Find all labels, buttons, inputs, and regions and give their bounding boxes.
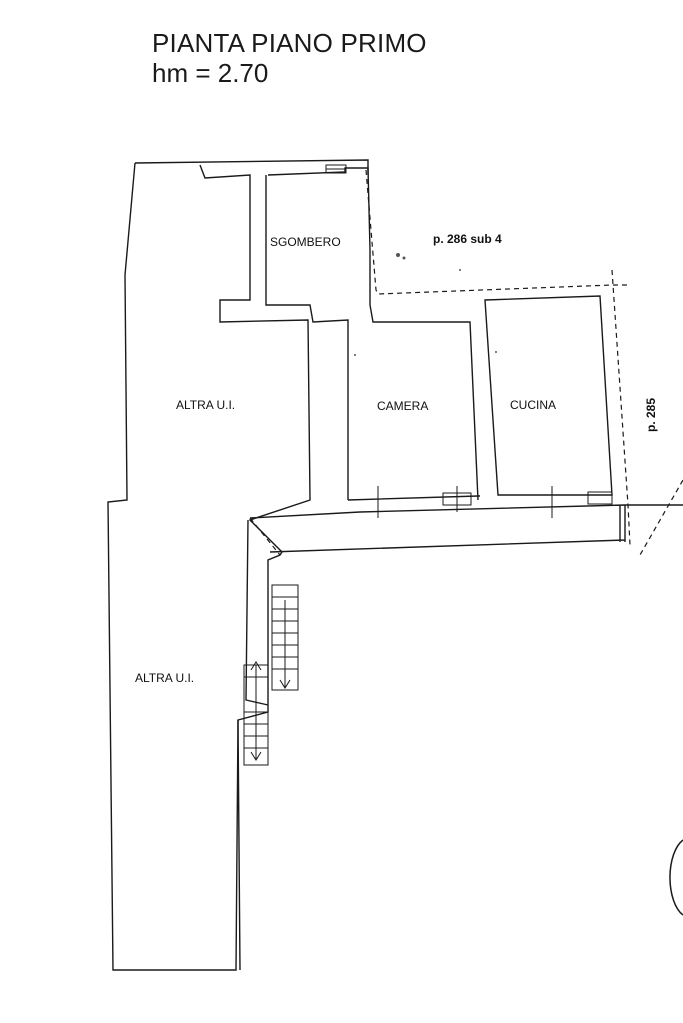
page-title: PIANTA PIANO PRIMO <box>152 28 427 58</box>
cucina-walls <box>484 295 613 496</box>
room-label-altra-ui-top: ALTRA U.I. <box>176 398 235 412</box>
parcel-boundary-p285 <box>611 269 631 546</box>
parcel-boundary-diagonal <box>639 479 683 556</box>
window-marker <box>587 491 613 505</box>
room-label-camera: CAMERA <box>377 399 428 413</box>
room-label-cucina: CUCINA <box>510 398 556 412</box>
corridor-walls <box>249 504 683 553</box>
parcel-label-sub4: p. 286 sub 4 <box>433 232 502 246</box>
parcel-boundary-sub4 <box>365 169 628 295</box>
camera-bottom-wall <box>347 495 480 501</box>
room-label-altra-ui-bottom: ALTRA U.I. <box>135 671 194 685</box>
scan-noise <box>354 253 497 356</box>
parcel-label-p285: p. 285 <box>644 398 658 432</box>
corridor-dashed-diagonal <box>249 517 281 556</box>
lower-inner-wall <box>237 719 241 971</box>
sgombero-walls <box>265 167 479 501</box>
room-label-sgombero: SGOMBERO <box>270 235 341 249</box>
height-note: hm = 2.70 <box>152 58 269 88</box>
staircase-lower <box>243 661 269 766</box>
staircase-upper <box>271 584 299 691</box>
outer-wall-left <box>107 159 369 971</box>
inner-corridor-wall <box>245 519 269 706</box>
edge-arc <box>669 839 683 916</box>
